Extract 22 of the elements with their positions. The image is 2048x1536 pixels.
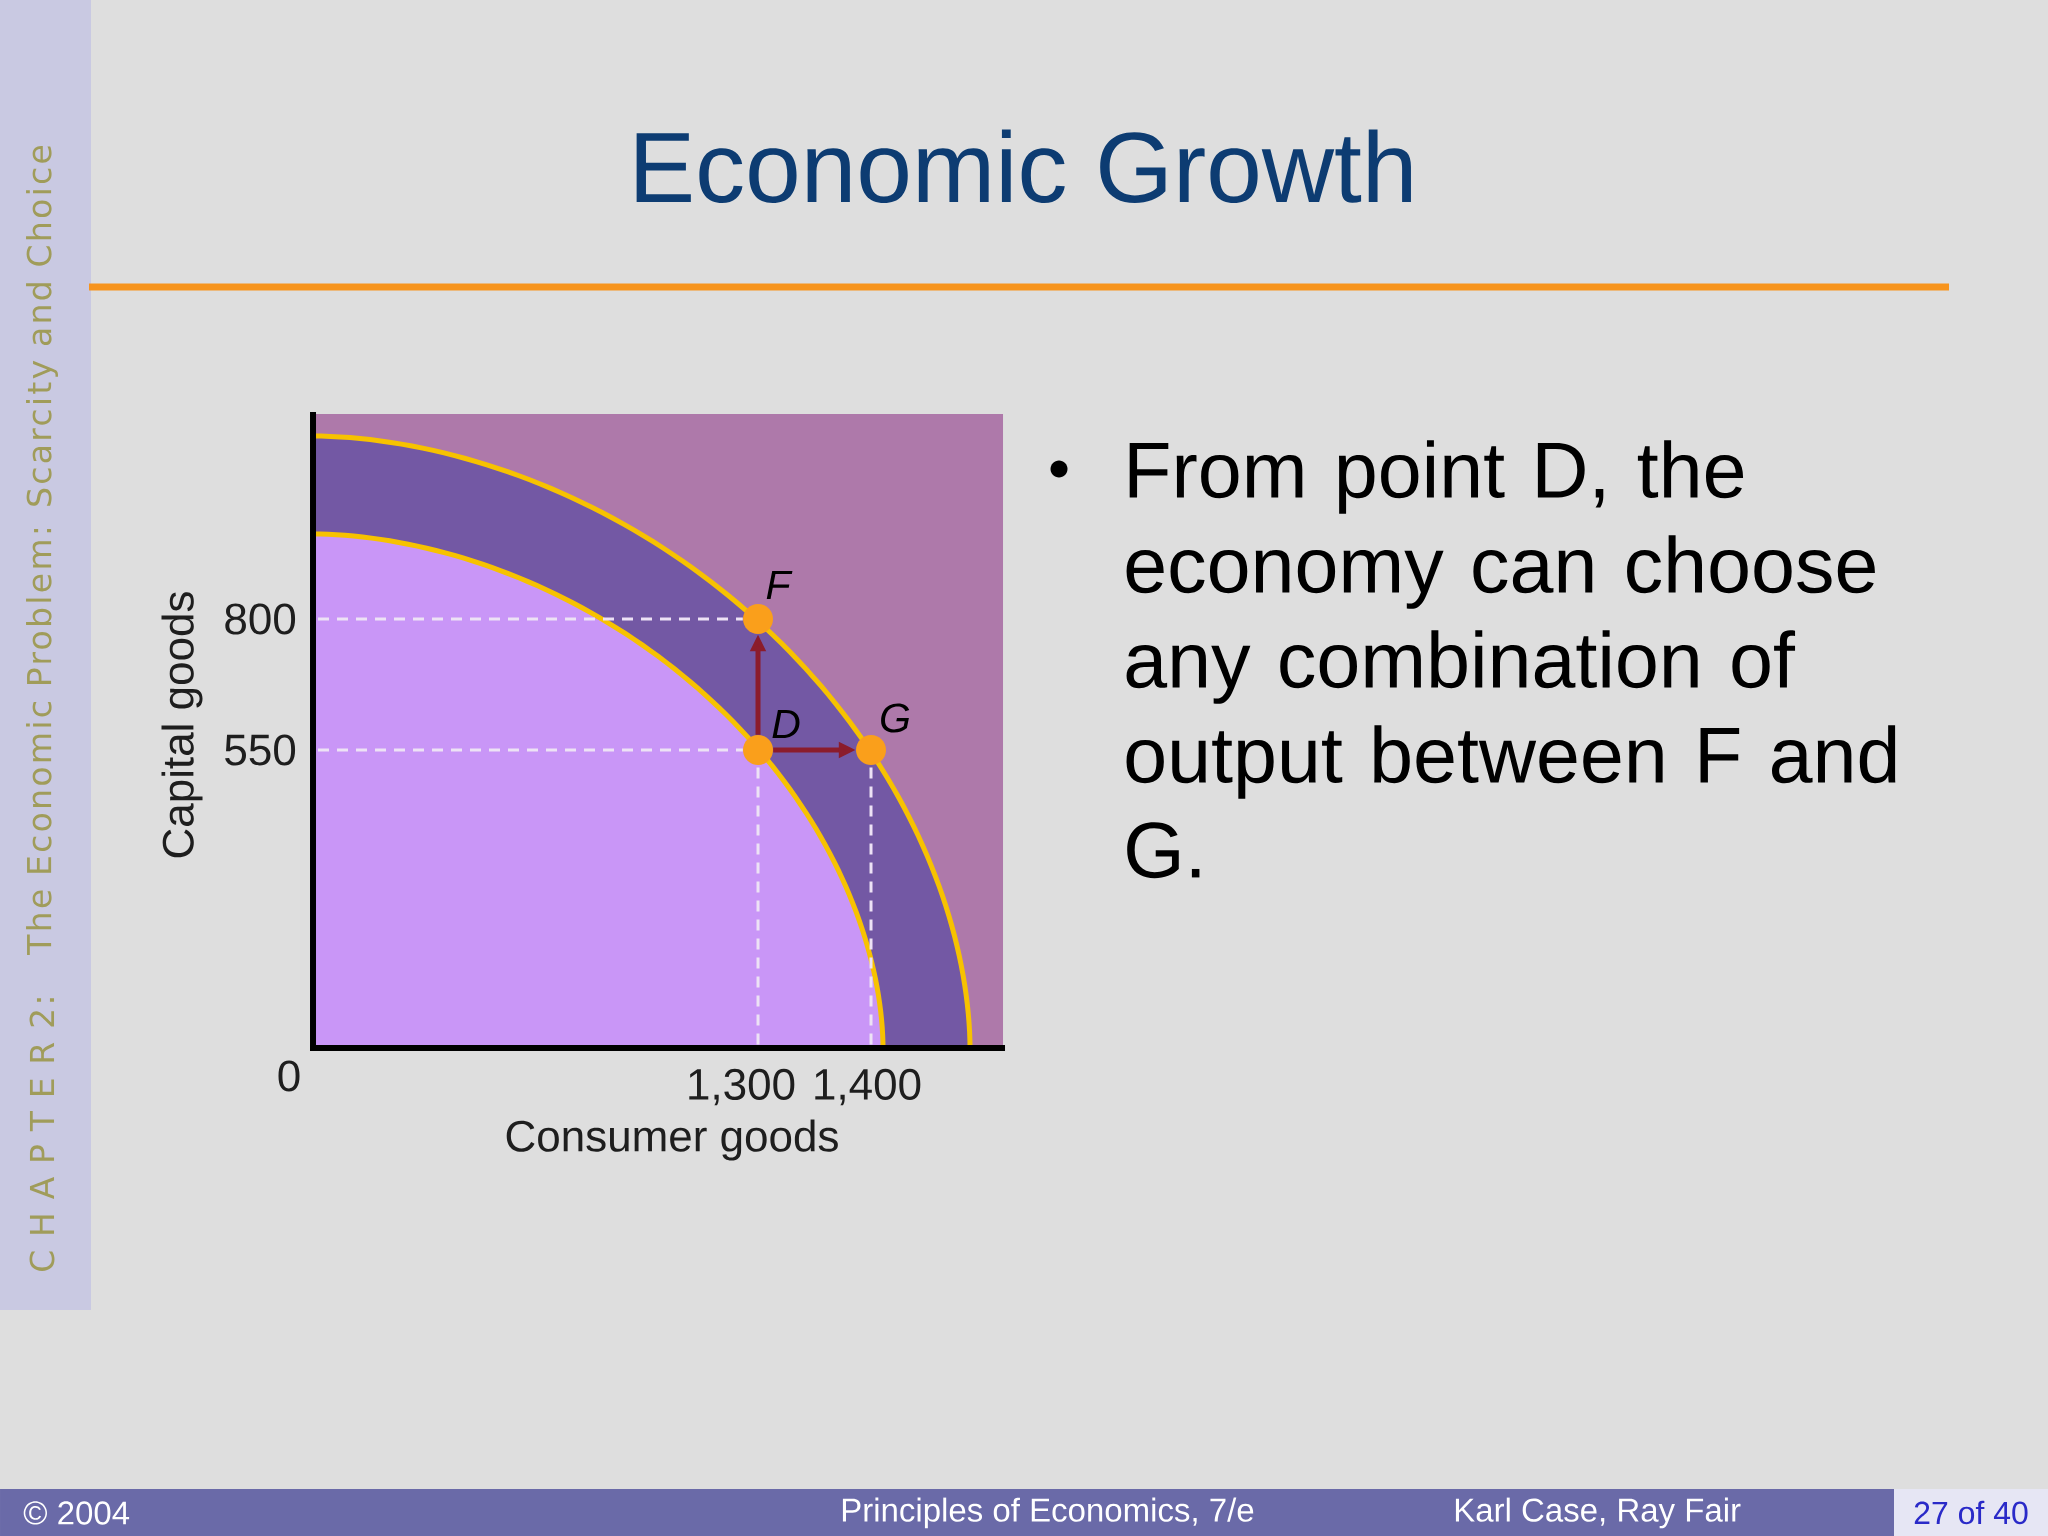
guide-line [318,748,743,752]
axis-title: Capital goods [161,592,203,858]
guide-line [869,765,873,1045]
point-label: D [772,709,800,739]
footer-text: Karl Case, Ray Fair [1455,1497,1741,1529]
sidebar-heading: The Economic Problem: Scarcity and Choice [26,145,58,955]
tick-label: 0 [278,1060,300,1092]
footer-text: © 2004 [23,1501,130,1525]
slide-title: Economic Growth [636,129,1411,203]
tick-label: 550 [225,734,296,766]
tick-label: 800 [225,603,296,635]
sidebar-heading: C H A P T E R 2: [29,998,55,1271]
page-number: 27 of 40 [1894,1489,2048,1536]
bullet-text: From point D, the economy can choose any combination of output between F and G. [1126,440,1896,879]
guide-line [756,765,760,1045]
point-label: G [881,703,910,733]
tick-label: 1,300 [689,1068,795,1106]
tick-label: 1,400 [815,1068,921,1106]
axis-title: Consumer goods [506,1119,838,1161]
guide-line [318,617,743,621]
point-label: F [766,570,793,600]
footer-text: Principles of Economics, 7/e [842,1497,1254,1529]
